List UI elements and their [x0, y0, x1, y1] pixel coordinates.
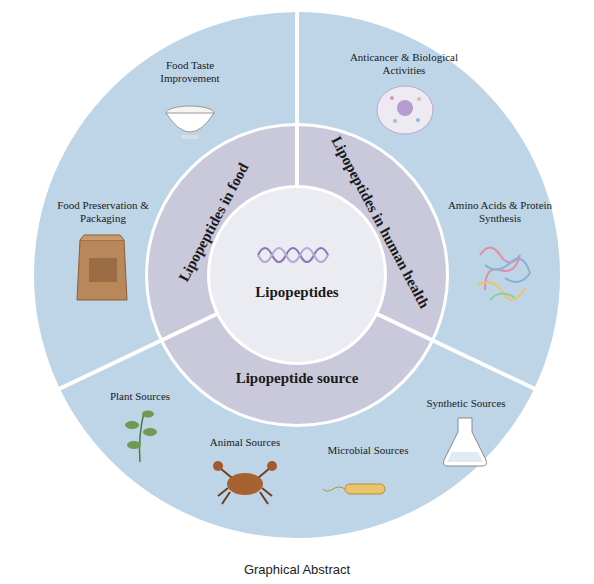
- heading-label: Lipopeptides: [227, 284, 367, 301]
- item-label: Plant Sources: [95, 390, 185, 403]
- core-label: Lipopeptides: [227, 284, 367, 301]
- item-label: Food Taste Improvement: [140, 59, 240, 85]
- topic-item: Food Taste Improvement: [140, 59, 240, 85]
- topic-item: Food Preservation & Packaging: [43, 199, 163, 225]
- item-label: Amino Acids & Protein Synthesis: [445, 199, 555, 225]
- item-label: Synthetic Sources: [416, 397, 516, 410]
- cell-icon: [377, 86, 433, 134]
- flask-icon: [444, 418, 487, 466]
- core-circle: [210, 188, 384, 362]
- bacterium-icon: [323, 484, 385, 494]
- item-label: Anticancer & Biological Activities: [349, 51, 459, 77]
- caption: Graphical Abstract: [0, 562, 594, 577]
- bowl-icon: [166, 106, 214, 139]
- core-gap: [207, 185, 387, 365]
- item-label: Animal Sources: [200, 436, 290, 449]
- topic-item: Plant Sources: [95, 390, 185, 403]
- item-label: Microbial Sources: [318, 444, 418, 457]
- caption-text: Graphical Abstract: [0, 562, 594, 577]
- item-label: Food Preservation & Packaging: [43, 199, 163, 225]
- plant-icon: [125, 411, 157, 463]
- topic-item: Synthetic Sources: [416, 397, 516, 410]
- heading-label: Lipopeptide source: [197, 370, 397, 387]
- helix-icon: [258, 248, 328, 262]
- sector-band: Lipopeptide source: [197, 370, 397, 387]
- topic-item: Anticancer & Biological Activities: [349, 51, 459, 77]
- protein-icon: [478, 248, 530, 301]
- topic-item: Microbial Sources: [318, 444, 418, 457]
- topic-item: Animal Sources: [200, 436, 290, 449]
- package-icon: [77, 235, 127, 300]
- topic-item: Amino Acids & Protein Synthesis: [445, 199, 555, 225]
- sector-dividers: [40, 10, 554, 398]
- crab-icon: [213, 461, 277, 504]
